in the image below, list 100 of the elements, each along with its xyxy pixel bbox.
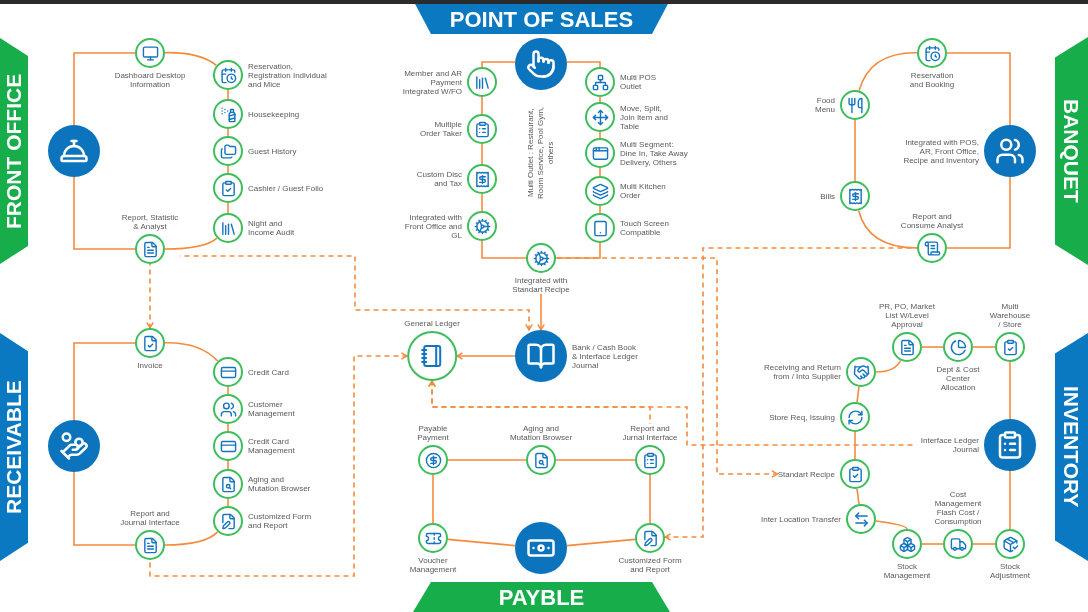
connector-line: [227, 202, 229, 214]
arrow: [456, 352, 516, 360]
dashed-arrow: [149, 352, 408, 577]
connector-line: [1009, 361, 1011, 420]
connector-line: [447, 459, 527, 461]
feature-label: Multi Segment: Dine In, Take Away Delivery, Others: [620, 139, 689, 167]
feature-label: Multiple Order Taker: [418, 120, 462, 138]
feature-label: Integrated with POS, AR, Front Office, Recipe and Inventory: [902, 137, 979, 165]
feature-label: Multi POS Outlet: [620, 73, 657, 91]
connector-line: [227, 89, 229, 100]
feature-label: Customized Form and Report: [617, 556, 683, 574]
feature-label: Bills: [820, 191, 835, 201]
connector-line: [1009, 470, 1011, 530]
section-banner: INVENTORY: [1055, 333, 1088, 561]
connector-line: [555, 242, 601, 259]
feature-label: Report and Journal Interface: [119, 509, 181, 527]
connector-line: [227, 165, 229, 174]
feature-label: Report and Jurnal Interface: [621, 424, 679, 442]
feature-label: Food Menu: [814, 96, 835, 114]
feature-label: Customized Form and Report: [248, 512, 313, 530]
connector-line: [481, 240, 527, 259]
feature-label: Aging and Mutation Browser: [508, 424, 574, 442]
feature-label: Multi Warehouse / Store: [988, 302, 1032, 329]
feature-label: Report and Consume Analyst: [899, 212, 965, 230]
feature-label: Receiving and Return from / Into Supplier: [763, 363, 841, 381]
feature-label: Night and Income Audit: [248, 219, 296, 237]
connector-line: [227, 423, 229, 432]
connector-line: [921, 543, 944, 545]
feature-label: Stock Management: [882, 562, 932, 580]
feature-label: Aging and Mutation Browser: [248, 475, 312, 493]
feature-label: Standart Recipe: [777, 469, 835, 479]
feature-label: General Ledger: [404, 319, 460, 328]
section-banner: FRONT OFFICE: [0, 38, 28, 264]
connector-line: [875, 520, 908, 530]
connector-line: [566, 538, 636, 547]
feature-label: Credit Card Management: [248, 437, 296, 455]
feature-label: Integrated with Front Office and GL: [403, 212, 462, 240]
section-banner: BANQUET: [1055, 37, 1088, 265]
connector-line: [857, 209, 918, 249]
feature-label: Guest History: [248, 146, 297, 156]
feature-label: Stock Adjustment: [989, 562, 1031, 580]
connector-line: [599, 96, 601, 103]
feature-label: Voucher Management: [408, 556, 458, 574]
connector-line: [481, 143, 483, 165]
connector-line: [164, 531, 219, 546]
connector-line: [481, 61, 516, 68]
feature-label: Interface Ledger Journal: [919, 436, 979, 454]
feature-label: Cost Management Flash Cost / Consumption: [933, 490, 983, 526]
connector-line: [649, 474, 651, 524]
feature-label: Integrated with Standart Recipe: [511, 276, 571, 294]
connector-line: [854, 431, 856, 460]
connector-line: [481, 193, 483, 212]
dashed-arrow: [146, 263, 154, 329]
rotated-note: Multi Outlet : Restaurant, Room Service, Pool Gym, others: [526, 106, 556, 201]
feature-label: PR, PO, Market List W/Level Approval: [878, 302, 936, 329]
feature-label: Reservation and Booking: [908, 71, 956, 89]
connector-line: [227, 460, 229, 470]
connector-line: [73, 342, 136, 421]
feature-label: Invoice: [137, 361, 163, 370]
connector-line: [946, 176, 1011, 249]
feature-label: Inter Location Transfer: [760, 514, 841, 524]
connector-line: [854, 119, 856, 182]
arrow: [537, 293, 545, 331]
feature-label: Custom Disc and Tax: [415, 170, 462, 188]
connector-line: [164, 237, 218, 250]
connector-line: [481, 96, 483, 115]
connector-line: [73, 176, 136, 250]
dashed-arrow: [428, 380, 914, 446]
section-banner: PAYBLE: [413, 582, 670, 612]
connector-line: [599, 131, 601, 139]
section-banner: RECEIVABLE: [0, 333, 28, 561]
feature-label: Move, Split, Join Item and Table: [620, 103, 670, 131]
connector-line: [566, 61, 601, 68]
feature-label: Dept & Cost Center Allocation: [936, 365, 980, 392]
connector-line: [164, 341, 219, 362]
connector-line: [227, 386, 229, 395]
feature-label: Store Req, Issuing: [769, 412, 835, 422]
connector-line: [972, 346, 996, 348]
dashed-arrow: [555, 257, 779, 478]
feature-label: Reservation, Registration Individual and Mice: [248, 61, 328, 89]
feature-label: Cashier / Guest Folio: [248, 183, 324, 193]
connector-line: [972, 543, 996, 545]
connector-line: [73, 471, 136, 546]
dashed-arrow: [179, 255, 533, 331]
connector-line: [227, 128, 229, 137]
connector-line: [856, 488, 860, 505]
connector-line: [447, 538, 516, 547]
feature-label: Bank / Cash Book & Interface Ledger Journal: [572, 342, 639, 370]
feature-label: Multi Kitchen Order: [620, 182, 667, 200]
feature-label: Customer Management: [248, 400, 296, 418]
feature-label: Payable Payment: [416, 424, 450, 442]
connector-line: [946, 52, 1011, 126]
connector-line: [73, 52, 136, 126]
dashed-arrow: [664, 247, 918, 541]
connector-line: [555, 459, 636, 461]
feature-label: Housekeeping: [248, 109, 300, 119]
connector-line: [599, 205, 601, 214]
feature-label: Member and AR Payment Integrated W/FO: [401, 68, 462, 96]
connector-line: [227, 498, 229, 507]
connector-line: [856, 386, 860, 403]
